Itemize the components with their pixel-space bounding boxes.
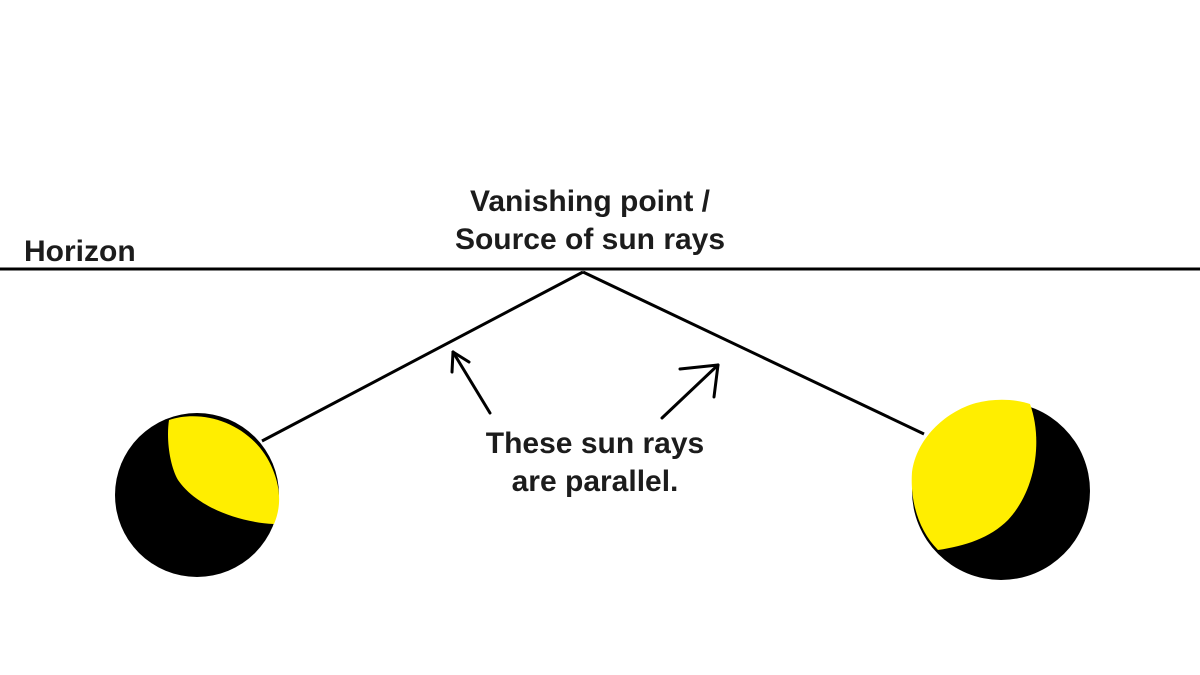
arrow-right [660,363,720,420]
parallel-rays-label-line1: These sun rays [485,427,705,460]
moon-left [115,413,280,577]
sun-ray-left [261,270,584,443]
sun-ray-right [582,270,925,436]
vanishing-point-label: Vanishing point / Source of sun rays [430,183,750,259]
parallel-rays-label: These sun rays are parallel. [435,425,755,501]
vanishing-point-label-line1: Vanishing point / [470,185,710,218]
moon-right-lit-area [911,399,1037,550]
horizon-label: Horizon [24,235,136,268]
arrow-left [450,350,492,415]
moon-left-lit-area [168,416,280,524]
vanishing-point-label-line2: Source of sun rays [454,223,726,256]
moon-right [911,399,1090,580]
parallel-rays-label-line2: are parallel. [511,465,679,498]
